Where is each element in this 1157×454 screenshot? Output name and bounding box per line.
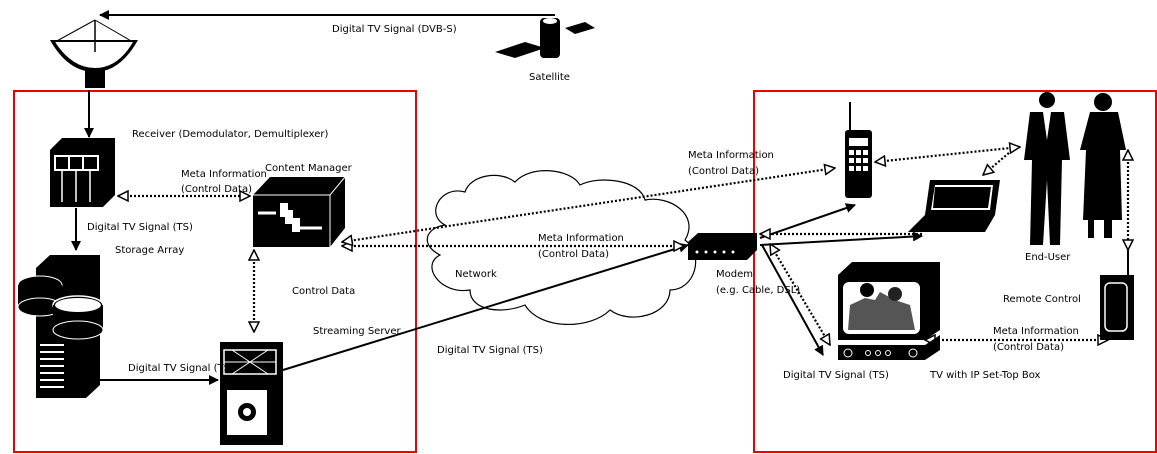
label-meta-rc-2: (Control Data) (181, 184, 252, 195)
cm-phone-link (342, 168, 835, 242)
label-ts-server-modem: Digital TV Signal (TS) (437, 345, 543, 356)
server-modem-link (282, 242, 689, 371)
satellite-icon (495, 18, 595, 58)
home-boundary (753, 90, 1157, 453)
modem-phone-link (759, 203, 856, 239)
remote-control-icon (1100, 275, 1134, 340)
network-cloud-icon (426, 170, 697, 326)
label-control-data: Control Data (292, 286, 355, 297)
label-end-user: End-User (1025, 252, 1071, 263)
modem-laptop-link (759, 231, 923, 246)
label-storage: Storage Array (115, 245, 184, 256)
label-modem-1: Modem (716, 269, 753, 280)
label-network: Network (455, 269, 497, 280)
label-content-manager: Content Manager (265, 163, 353, 174)
label-remote: Remote Control (1003, 294, 1081, 305)
modem-tv-link (761, 244, 824, 356)
label-meta-phone-2: (Control Data) (688, 166, 759, 177)
label-meta-cm-modem-2: (Control Data) (538, 249, 609, 260)
label-streaming-server: Streaming Server (313, 326, 402, 337)
label-dvbs: Digital TV Signal (DVB-S) (332, 24, 457, 35)
mobile-phone-icon (845, 102, 872, 198)
phone-user-link (875, 147, 1020, 162)
label-meta-cm-modem-1: Meta Information (538, 233, 624, 244)
laptop-user-link (983, 151, 1011, 175)
tv-set-top-box-icon (838, 262, 940, 360)
label-meta-remote-1: Meta Information (993, 326, 1079, 337)
modem-icon (688, 233, 757, 260)
satellite-dish-icon (50, 19, 138, 88)
label-meta-phone-1: Meta Information (688, 150, 774, 161)
label-modem-2: (e.g. Cable, DSL) (716, 285, 800, 296)
headend-boundary (13, 90, 417, 453)
label-meta-rc-1: Meta Information (181, 169, 267, 180)
laptop-icon (908, 180, 1000, 232)
label-tv: TV with IP Set-Top Box (929, 370, 1041, 381)
modem-tv-dotted (769, 244, 831, 345)
label-ts-tv: Digital TV Signal (TS) (783, 370, 889, 381)
content-manager-icon (253, 176, 346, 247)
end-user-icon (1024, 92, 1126, 245)
label-receiver: Receiver (Demodulator, Demultiplexer) (132, 129, 329, 140)
label-meta-remote-2: (Control Data) (993, 342, 1064, 353)
receiver-icon (50, 138, 115, 207)
label-satellite: Satellite (529, 72, 570, 83)
label-ts-storage-server: Digital TV Signal (TS) (128, 363, 234, 374)
streaming-server-icon (220, 342, 283, 445)
label-ts-receiver-storage: Digital TV Signal (TS) (87, 222, 193, 233)
storage-array-icon (17, 255, 104, 398)
